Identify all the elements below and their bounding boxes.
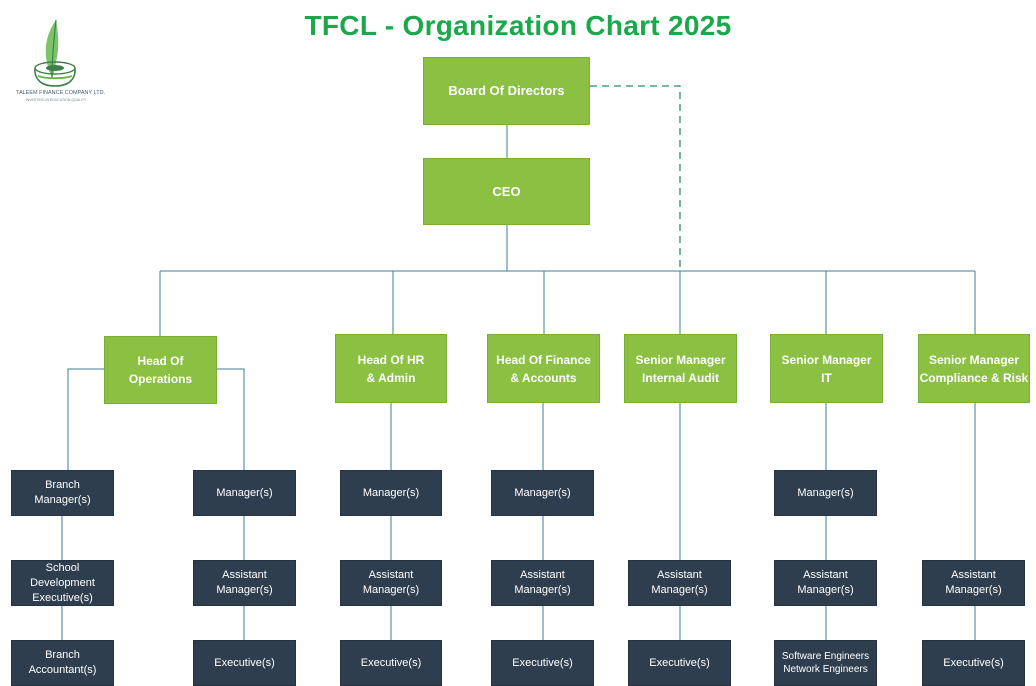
node-head-finance-accounts: Head Of Finance & Accounts	[487, 334, 600, 403]
page-title: TFCL - Organization Chart 2025	[304, 10, 732, 41]
node-board-of-directors: Board Of Directors	[423, 57, 590, 125]
node-head-operations: Head Of Operations	[104, 336, 217, 404]
node-hr-managers: Manager(s)	[340, 470, 442, 516]
node-it-assistant-managers: Assistant Manager(s)	[774, 560, 877, 606]
node-finance-managers: Manager(s)	[491, 470, 594, 516]
node-senior-manager-internal-audit: Senior Manager Internal Audit	[624, 334, 737, 403]
node-head-hr-admin: Head Of HR & Admin	[335, 334, 447, 403]
node-hr-executives: Executive(s)	[340, 640, 442, 686]
connector-operations-left	[67, 368, 105, 470]
connector-operations-right	[216, 368, 245, 470]
node-senior-manager-compliance-risk: Senior Manager Compliance & Risk	[918, 334, 1030, 403]
node-compliance-assistant-managers: Assistant Manager(s)	[922, 560, 1025, 606]
node-branch-accountants: Branch Accountant(s)	[11, 640, 114, 686]
node-branch-managers: Branch Manager(s)	[11, 470, 114, 516]
connector-board-audit-dashed	[590, 85, 681, 271]
ink-pot-feather-icon	[34, 19, 76, 87]
logo-company-name: TALEEM FINANCE COMPANY LTD.	[16, 90, 106, 96]
node-ceo: CEO	[423, 158, 590, 225]
node-compliance-executives: Executive(s)	[922, 640, 1025, 686]
node-audit-executives: Executive(s)	[628, 640, 731, 686]
node-audit-assistant-managers: Assistant Manager(s)	[628, 560, 731, 606]
node-ops-executives: Executive(s)	[193, 640, 296, 686]
node-finance-assistant-managers: Assistant Manager(s)	[491, 560, 594, 606]
node-ops-assistant-managers: Assistant Manager(s)	[193, 560, 296, 606]
node-ops-managers: Manager(s)	[193, 470, 296, 516]
node-it-engineers: Software Engineers Network Engineers	[774, 640, 877, 686]
node-hr-assistant-managers: Assistant Manager(s)	[340, 560, 442, 606]
company-logo: TALEEM FINANCE COMPANY LTD. INVESTING IN…	[16, 16, 106, 110]
logo-tagline: INVESTING IN EDUCATION QUALITY	[25, 98, 87, 102]
node-senior-manager-it: Senior Manager IT	[770, 334, 883, 403]
node-school-development-executives: School Development Executive(s)	[11, 560, 114, 606]
node-it-managers: Manager(s)	[774, 470, 877, 516]
node-finance-executives: Executive(s)	[491, 640, 594, 686]
